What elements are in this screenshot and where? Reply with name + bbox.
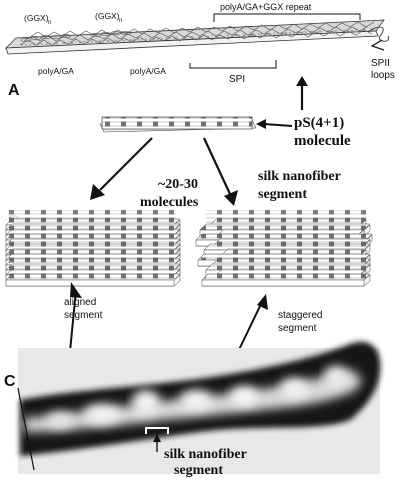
beta-strands bbox=[19, 21, 375, 46]
spi-label: SPI bbox=[229, 74, 245, 85]
afm-fiber-image bbox=[20, 341, 381, 456]
molecule-count-line1: ~20-30 bbox=[158, 177, 198, 192]
aligned-layer bbox=[5, 273, 181, 281]
segment-label-line2: segment bbox=[258, 187, 307, 202]
spii-loops-curve bbox=[367, 26, 390, 42]
aligned-stack bbox=[5, 210, 181, 287]
molecule-label-line2: molecule bbox=[294, 133, 351, 149]
panel-c-letter: C bbox=[4, 373, 16, 390]
arrow-molecule-to-a-head bbox=[296, 76, 308, 86]
arrow-staggered-to-c-head-top bbox=[257, 294, 268, 310]
strip-edge bbox=[5, 30, 379, 55]
arrow-label-to-molecule-head bbox=[256, 119, 266, 129]
repeat-bracket bbox=[213, 13, 361, 22]
ggx-coils-left bbox=[20, 31, 132, 42]
c-segment-label-line2: segment bbox=[174, 463, 223, 478]
arrow-to-aligned bbox=[99, 137, 153, 191]
spii-arrowhead bbox=[370, 39, 385, 51]
aligned-layer-face bbox=[5, 279, 175, 287]
panel-b: ~20-30 molecules silk nanofiber segment … bbox=[5, 137, 373, 382]
staggered-stack bbox=[195, 210, 373, 287]
beta-sheet-pattern bbox=[18, 28, 376, 46]
ggx-subscript-left: n bbox=[48, 20, 51, 26]
panel-a: (GGX) n (GGX) n polyA/GA+GGX repeat poly… bbox=[4, 2, 395, 110]
staggered-label-line1: staggered bbox=[278, 310, 322, 321]
spi-bracket bbox=[189, 60, 277, 69]
c-segment-label-line1: silk nanofiber bbox=[164, 447, 247, 462]
staggered-layer bbox=[201, 273, 371, 281]
spii-label: SPII bbox=[371, 58, 390, 69]
polya-ga-left: polyA/GA bbox=[38, 66, 74, 76]
repeat-bracket-label: polyA/GA+GGX repeat bbox=[220, 2, 312, 12]
molecule-count-line2: molecules bbox=[140, 195, 199, 210]
molecule-group: pS(4+1) molecule bbox=[99, 115, 351, 149]
segment-bracket bbox=[145, 427, 169, 434]
segment-label-line1: silk nanofiber bbox=[258, 169, 341, 184]
aligned-label-line1: aligned bbox=[64, 297, 96, 308]
ggx-label-right: (GGX) bbox=[95, 11, 120, 21]
arrow-label-to-molecule bbox=[263, 123, 293, 127]
ggx-subscript-right: n bbox=[119, 18, 122, 24]
loops-label: loops bbox=[371, 70, 395, 81]
molecule-strip bbox=[101, 116, 253, 130]
molecule-label-line1: pS(4+1) bbox=[294, 115, 344, 131]
polya-ga-middle: polyA/GA bbox=[130, 66, 166, 76]
arrow-staggered-to-c bbox=[235, 301, 263, 357]
ggx-label-left: (GGX) bbox=[24, 13, 49, 23]
panel-a-letter: A bbox=[8, 82, 20, 99]
staggered-label-line2: segment bbox=[278, 323, 317, 334]
arrow-to-aligned-head bbox=[90, 184, 105, 200]
afm-edge-line bbox=[17, 387, 35, 471]
segment-pointer-head bbox=[153, 434, 161, 442]
arrow-to-staggered-head bbox=[224, 190, 238, 206]
arrow-to-staggered bbox=[203, 137, 231, 195]
staggered-layer-face bbox=[201, 279, 365, 287]
aligned-label-line2: segment bbox=[64, 310, 103, 321]
panel-c: C silk nanofiber segment bbox=[4, 341, 381, 478]
arrow-aligned-to-c-head-top bbox=[70, 282, 82, 298]
